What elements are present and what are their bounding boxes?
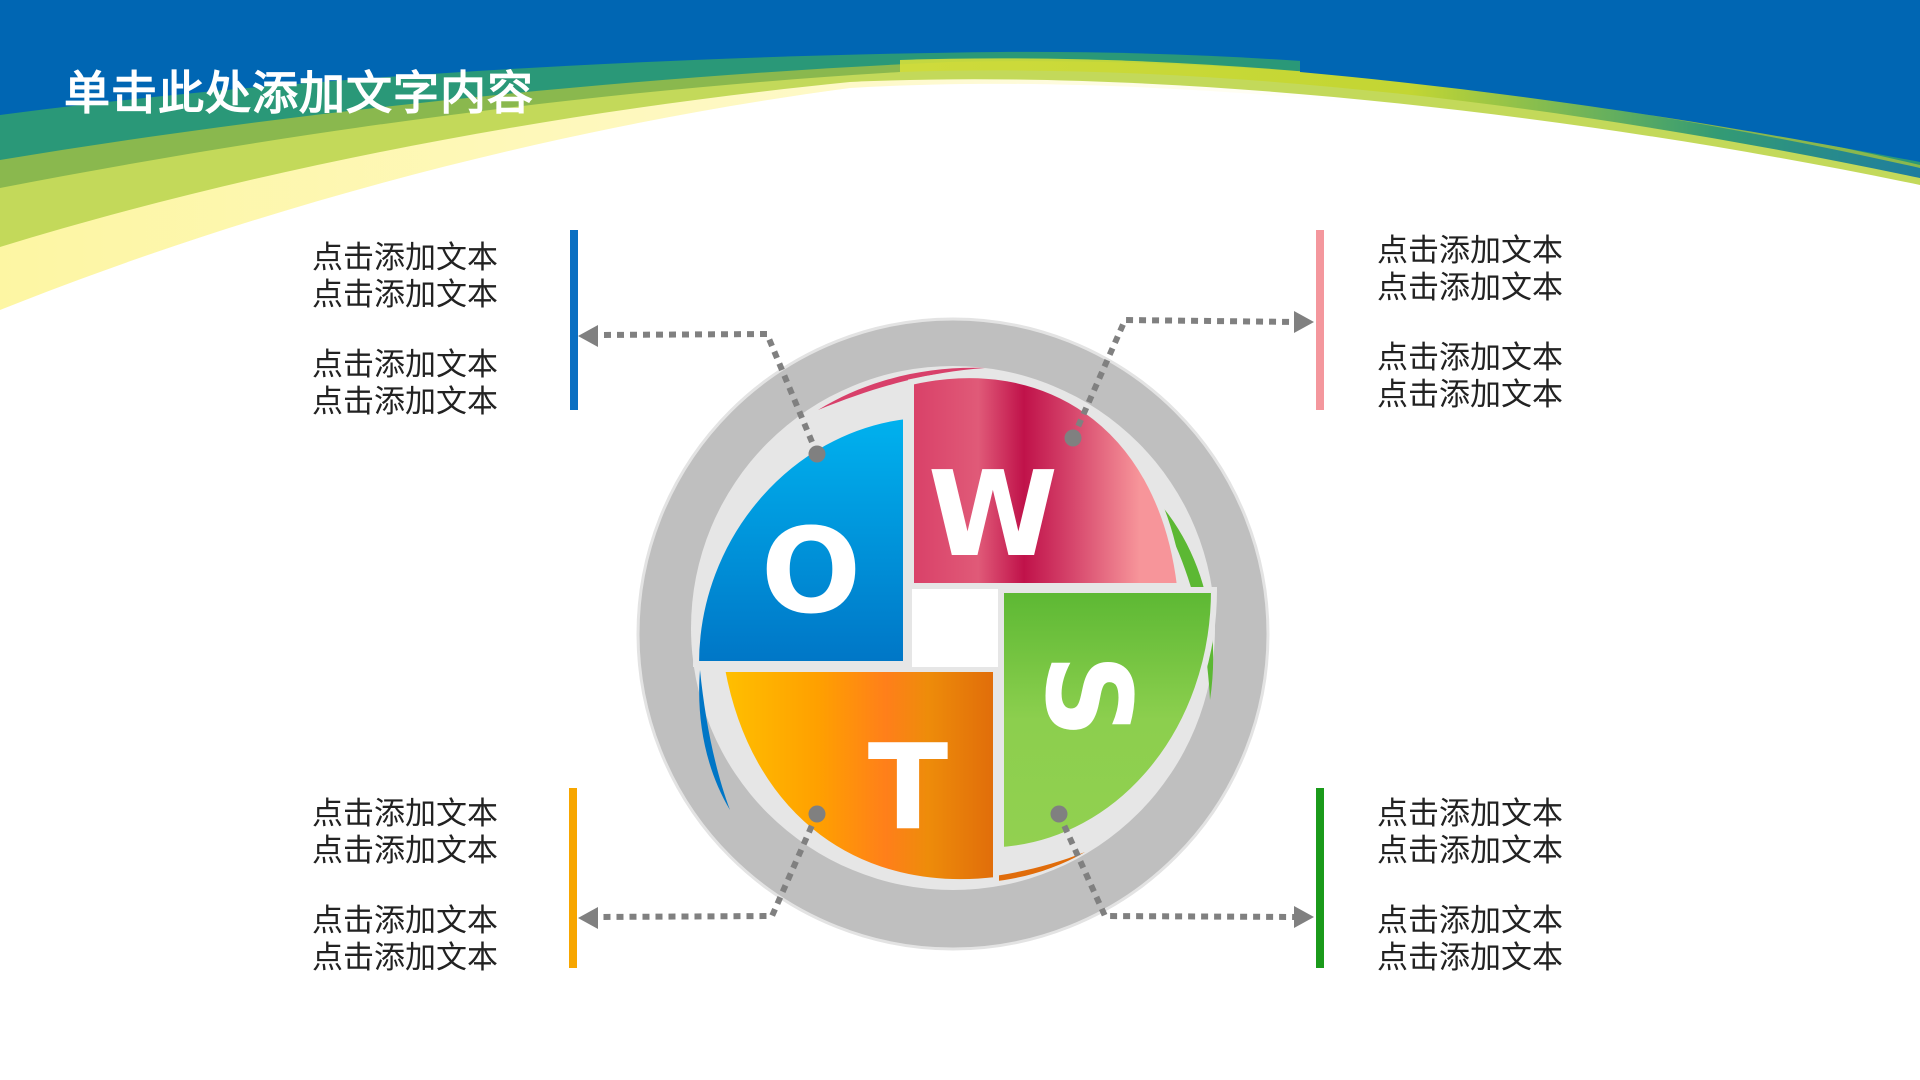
swot-piece-o[interactable]: O <box>692 412 909 667</box>
paragraph: 点击添加文本 点击添加文本 <box>312 240 532 314</box>
letter-o: O <box>761 502 861 640</box>
text-block-top-right[interactable]: 点击添加文本 点击添加文本 点击添加文本 点击添加文本 <box>1377 233 1597 414</box>
text-line[interactable]: 点击添加文本 <box>312 347 498 383</box>
bar-bottom-left <box>569 788 577 968</box>
paragraph: 点击添加文本 点击添加文本 <box>312 347 532 421</box>
anchor-dot-o <box>808 445 826 463</box>
slide-title[interactable]: 单击此处添加文字内容 <box>64 66 534 120</box>
connector-bottom-right <box>1056 812 1299 920</box>
arrow-right-icon <box>1294 906 1314 928</box>
text-line[interactable]: 点击添加文本 <box>1377 233 1563 269</box>
arrow-left-icon <box>578 325 598 347</box>
text-block-top-left[interactable]: 点击添加文本 点击添加文本 点击添加文本 点击添加文本 <box>312 240 532 421</box>
paragraph: 点击添加文本 点击添加文本 <box>1377 233 1597 307</box>
text-line[interactable]: 点击添加文本 <box>312 796 498 832</box>
swot-piece-w[interactable]: W <box>908 372 1184 589</box>
text-line[interactable]: 点击添加文本 <box>312 833 498 869</box>
text-block-bottom-right[interactable]: 点击添加文本 点击添加文本 点击添加文本 点击添加文本 <box>1377 796 1597 977</box>
paragraph: 点击添加文本 点击添加文本 <box>1377 340 1597 414</box>
anchor-dot-w <box>1064 429 1082 447</box>
connector-top-left <box>595 330 820 456</box>
bar-bottom-right <box>1316 788 1324 968</box>
letter-w: W <box>928 445 1058 583</box>
text-line[interactable]: 点击添加文本 <box>1377 270 1563 306</box>
paragraph: 点击添加文本 点击添加文本 <box>1377 796 1597 870</box>
arrow-right-icon <box>1294 311 1314 333</box>
connector-top-right <box>1070 316 1299 440</box>
text-block-bottom-left[interactable]: 点击添加文本 点击添加文本 点击添加文本 点击添加文本 <box>312 796 532 977</box>
text-line[interactable]: 点击添加文本 <box>1377 340 1563 376</box>
arrow-left-icon <box>578 907 598 929</box>
text-line[interactable]: 点击添加文本 <box>1377 796 1563 832</box>
bar-top-right <box>1316 230 1324 410</box>
text-line[interactable]: 点击添加文本 <box>1377 377 1563 413</box>
swot-piece-s[interactable]: S <box>998 587 1218 854</box>
text-line[interactable]: 点击添加文本 <box>312 903 498 939</box>
text-line[interactable]: 点击添加文本 <box>312 384 498 420</box>
paragraph: 点击添加文本 点击添加文本 <box>312 796 532 870</box>
letter-s: S <box>1019 654 1157 739</box>
bar-top-left <box>570 230 578 410</box>
text-line[interactable]: 点击添加文本 <box>312 277 498 313</box>
text-line[interactable]: 点击添加文本 <box>312 940 498 976</box>
anchor-dot-t <box>808 805 826 823</box>
text-line[interactable]: 点击添加文本 <box>312 240 498 276</box>
text-line[interactable]: 点击添加文本 <box>1377 940 1563 976</box>
paragraph: 点击添加文本 点击添加文本 <box>312 903 532 977</box>
text-line[interactable]: 点击添加文本 <box>1377 833 1563 869</box>
paragraph: 点击添加文本 点击添加文本 <box>1377 903 1597 977</box>
anchor-dot-s <box>1050 805 1068 823</box>
center-square <box>912 589 998 667</box>
swot-piece-t[interactable]: T <box>718 666 999 886</box>
text-line[interactable]: 点击添加文本 <box>1377 903 1563 939</box>
connectors <box>595 316 1299 920</box>
letter-t: T <box>868 718 949 856</box>
